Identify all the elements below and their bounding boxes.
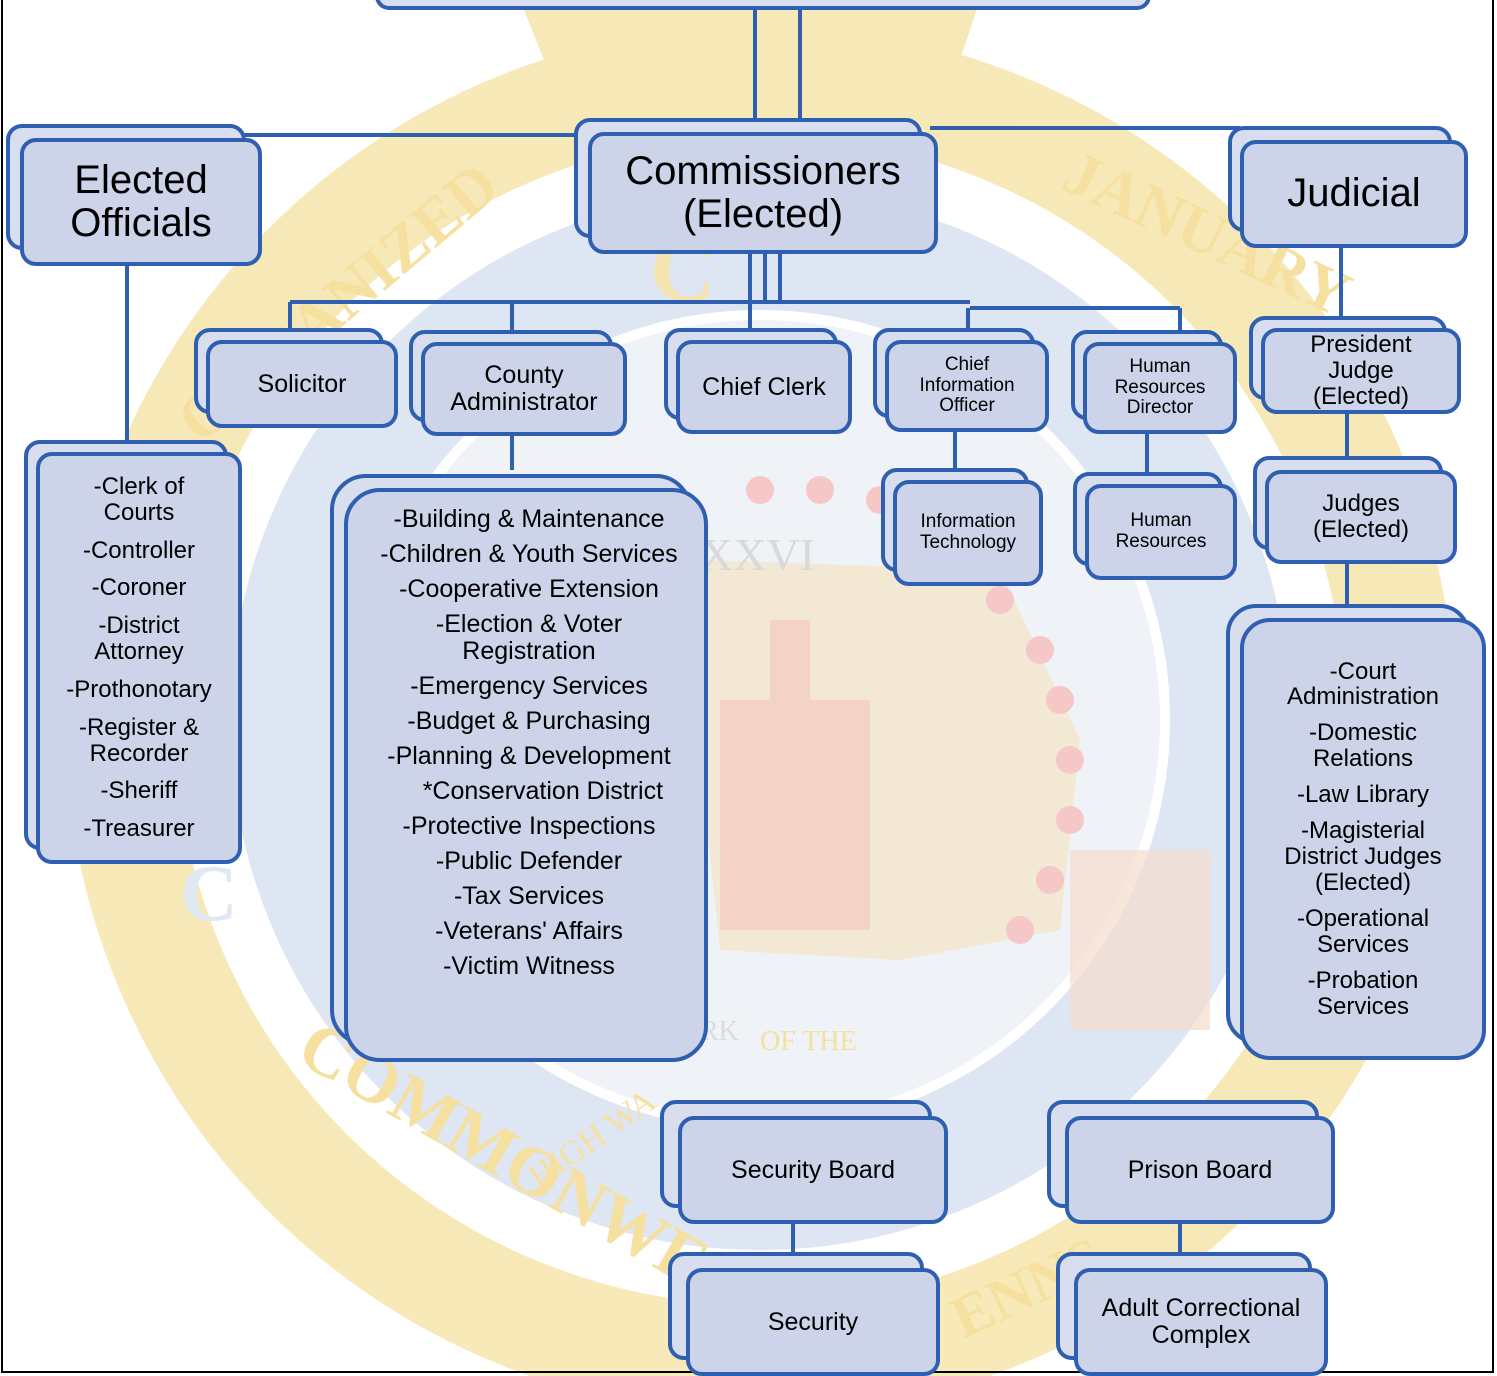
judicial-title: Judicial: [1287, 171, 1421, 216]
department-item: -Children & Youth Services: [380, 540, 678, 568]
chief-clerk-label: Chief Clerk: [702, 372, 826, 401]
information-technology-label: Information Technology: [919, 511, 1017, 553]
judicial-box[interactable]: Judicial: [1228, 126, 1468, 248]
judicial-item: -Magisterial District Judges (Elected): [1284, 817, 1442, 896]
security-label: Security: [767, 1307, 859, 1336]
judicial-item: -Law Library: [1296, 781, 1430, 809]
department-item: -Public Defender: [435, 847, 623, 875]
elected-item: -District Attorney: [94, 612, 184, 666]
judges-box[interactable]: Judges (Elected): [1253, 456, 1457, 564]
judicial-item: -Probation Services: [1307, 966, 1419, 1020]
department-item: -Emergency Services: [410, 672, 648, 700]
security-box[interactable]: Security: [668, 1252, 940, 1376]
elected-item: -Prothonotary: [66, 675, 212, 703]
information-technology-box[interactable]: Information Technology: [881, 468, 1043, 586]
top-box-partial: [375, 0, 1151, 10]
department-item: -Veterans' Affairs: [435, 917, 623, 945]
seal-stars: [746, 476, 1084, 944]
solicitor-label: Solicitor: [257, 369, 347, 398]
department-item: -Victim Witness: [443, 952, 615, 980]
elected-item: -Register & Recorder: [78, 713, 200, 767]
department-item: -Cooperative Extension: [399, 575, 659, 603]
adult-correctional-complex-box[interactable]: Adult Correctional Complex: [1056, 1252, 1328, 1376]
commissioners-box[interactable]: Commissioners (Elected): [574, 118, 938, 254]
elected-item: -Treasurer: [83, 815, 195, 843]
seal-roman-numeral: XXVI: [700, 529, 815, 580]
elected-officials-title: Elected Officials: [70, 157, 212, 245]
human-resources-box[interactable]: Human Resources: [1073, 472, 1237, 580]
judicial-item: -Court Administration: [1286, 657, 1440, 711]
department-item: -Building & Maintenance: [393, 505, 665, 533]
adult-correctional-complex-label: Adult Correctional Complex: [1101, 1294, 1301, 1349]
chief-clerk-box[interactable]: Chief Clerk: [664, 328, 852, 434]
prison-board-label: Prison Board: [1127, 1155, 1273, 1184]
factory: [1070, 850, 1210, 1030]
courthouse: [720, 700, 870, 930]
department-item: -Planning & Development: [387, 742, 671, 770]
judges-label: Judges (Elected): [1312, 490, 1410, 543]
judicial-item: -Operational Services: [1296, 904, 1430, 958]
commissioners-title: Commissioners (Elected): [625, 148, 901, 236]
department-item: -Protective Inspections: [402, 812, 656, 840]
hr-director-box[interactable]: Human Resources Director: [1071, 330, 1237, 434]
department-item: -Election & Voter Registration: [435, 610, 623, 665]
elected-officials-box[interactable]: Elected Officials: [6, 124, 262, 266]
department-item: -Tax Services: [453, 882, 605, 910]
county-administrator-label: County Administrator: [450, 361, 598, 416]
courthouse-tower: [770, 620, 810, 700]
judicial-list-box[interactable]: -Court Administration -Domestic Relation…: [1226, 604, 1486, 1060]
security-board-label: Security Board: [731, 1155, 895, 1184]
elected-item: -Sheriff: [100, 777, 178, 805]
cio-label: Chief Information Officer: [919, 354, 1015, 417]
seal-top-emblem: [520, 0, 980, 150]
seal-ribbon-text-2: OF THE: [760, 1026, 857, 1057]
human-resources-label: Human Resources: [1115, 510, 1207, 552]
department-subitem: *Conservation District: [394, 777, 664, 805]
judicial-item: -Domestic Relations: [1308, 719, 1417, 773]
elected-item: -Clerk of Courts: [93, 472, 185, 526]
elected-item: -Controller: [82, 536, 196, 564]
seal-o-letter: C: [180, 850, 238, 938]
security-board-box[interactable]: Security Board: [660, 1100, 948, 1224]
county-administrator-box[interactable]: County Administrator: [409, 330, 627, 436]
department-item: -Budget & Purchasing: [407, 707, 651, 735]
president-judge-label: President Judge (Elected): [1310, 331, 1412, 410]
hr-director-label: Human Resources Director: [1114, 356, 1206, 419]
prison-board-box[interactable]: Prison Board: [1047, 1100, 1335, 1224]
solicitor-box[interactable]: Solicitor: [194, 328, 398, 428]
departments-list-box[interactable]: -Building & Maintenance -Children & Yout…: [330, 474, 708, 1062]
elected-officials-list-box[interactable]: -Clerk of Courts -Controller -Coroner -D…: [24, 440, 242, 864]
elected-item: -Coroner: [91, 574, 187, 602]
president-judge-box[interactable]: President Judge (Elected): [1249, 316, 1461, 414]
cio-box[interactable]: Chief Information Officer: [873, 328, 1049, 432]
